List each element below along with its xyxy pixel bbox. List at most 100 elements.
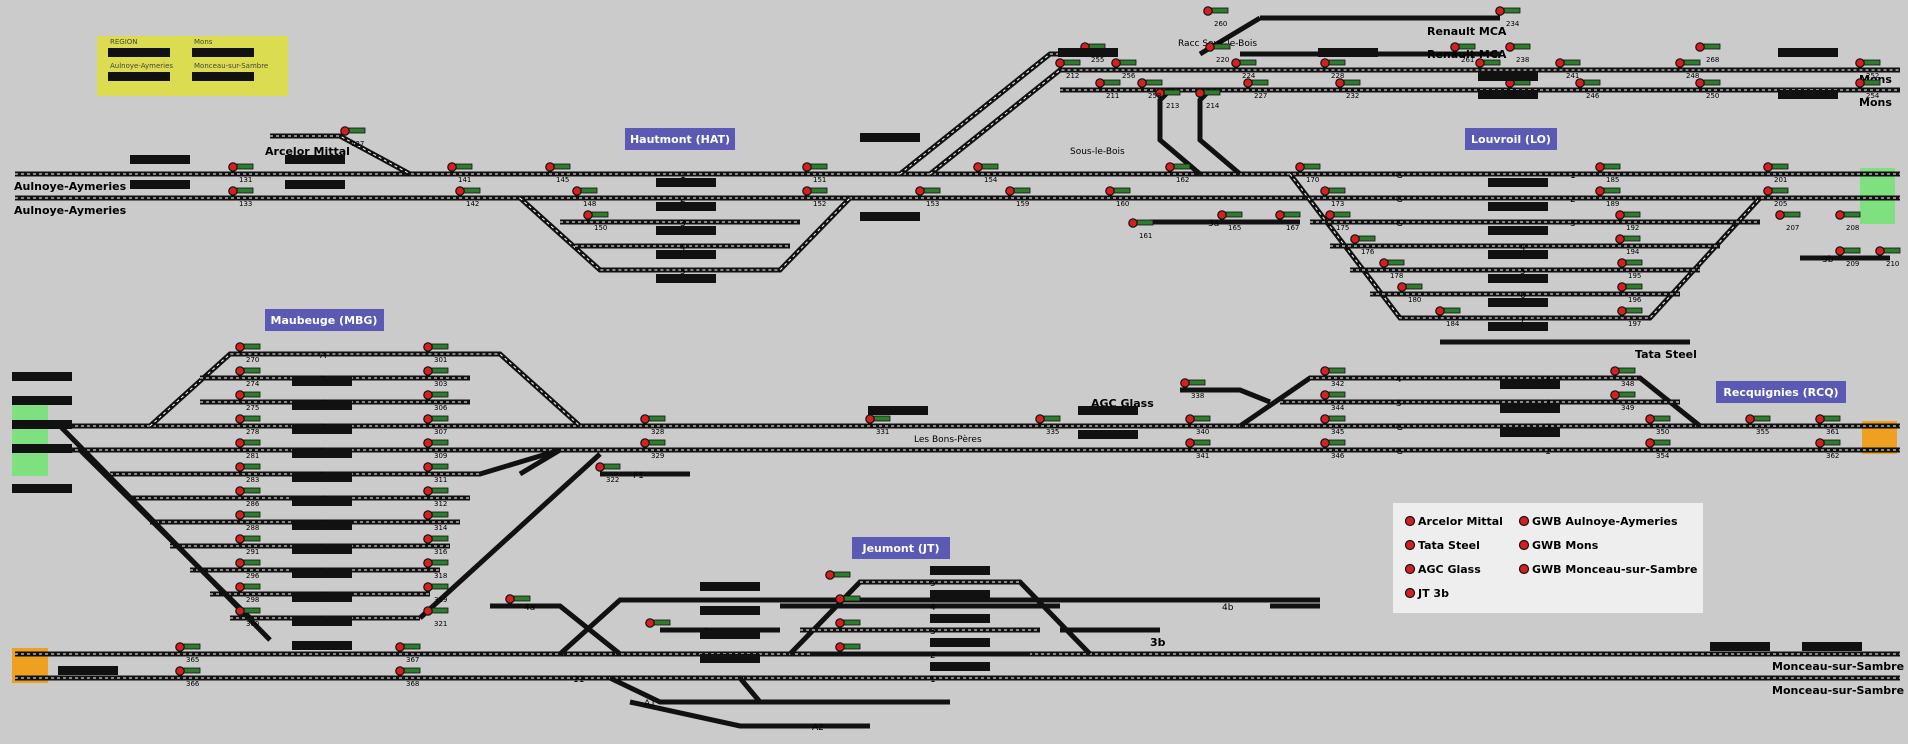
signal[interactable]: 213: [1155, 88, 1181, 110]
region-display-mons[interactable]: [192, 48, 254, 57]
route-display[interactable]: [292, 449, 352, 458]
route-display[interactable]: [292, 545, 352, 554]
route-display[interactable]: [12, 444, 72, 453]
route-display[interactable]: [1488, 250, 1548, 259]
route-display[interactable]: [292, 425, 352, 434]
route-display[interactable]: [1478, 90, 1538, 99]
signal[interactable]: 224: [1231, 58, 1257, 80]
signal-head-icon[interactable]: [423, 438, 433, 448]
signal[interactable]: 211: [1095, 78, 1121, 100]
signal[interactable]: 260: [1203, 6, 1229, 28]
signal[interactable]: 170: [1295, 162, 1321, 184]
signal[interactable]: 342: [1320, 366, 1346, 388]
signal[interactable]: 254: [1855, 78, 1881, 100]
signal[interactable]: 314: [423, 510, 449, 532]
signal[interactable]: 131: [228, 162, 254, 184]
route-display[interactable]: [656, 202, 716, 211]
signal[interactable]: 214: [1195, 88, 1221, 110]
route-display[interactable]: [860, 212, 920, 221]
signal[interactable]: 328: [640, 414, 666, 436]
signal[interactable]: 319: [423, 582, 449, 604]
signal[interactable]: 142: [455, 186, 481, 208]
signal[interactable]: 335: [1035, 414, 1061, 436]
signal[interactable]: 205: [1763, 186, 1789, 208]
signal[interactable]: 162: [1165, 162, 1191, 184]
signal-head-icon[interactable]: [1745, 414, 1755, 424]
signal[interactable]: 173: [1320, 186, 1346, 208]
signal[interactable]: 270: [235, 342, 261, 364]
signal-head-icon[interactable]: [1617, 258, 1627, 268]
route-display[interactable]: [1058, 48, 1118, 57]
signal-head-icon[interactable]: [1275, 210, 1285, 220]
signal[interactable]: 321: [423, 606, 449, 628]
signal[interactable]: 307: [423, 414, 449, 436]
signal-head-icon[interactable]: [1475, 58, 1485, 68]
signal-head-icon[interactable]: [640, 414, 650, 424]
signal-head-icon[interactable]: [973, 162, 983, 172]
route-display[interactable]: [292, 401, 352, 410]
signal-head-icon[interactable]: [235, 366, 245, 376]
signal[interactable]: 345: [1320, 414, 1346, 436]
signal-head-icon[interactable]: [505, 594, 515, 604]
signal-head-icon[interactable]: [1320, 366, 1330, 376]
signal-head-icon[interactable]: [1815, 438, 1825, 448]
region-display-monceau[interactable]: [192, 72, 254, 81]
signal[interactable]: 241: [1555, 58, 1581, 80]
signal[interactable]: 311: [423, 462, 449, 484]
route-display[interactable]: [656, 178, 716, 187]
signal[interactable]: 207: [1775, 210, 1801, 232]
station-box-maubeuge[interactable]: [265, 309, 384, 331]
route-display[interactable]: [1710, 642, 1770, 651]
signal[interactable]: 256: [1111, 58, 1137, 80]
signal-head-icon[interactable]: [1695, 78, 1705, 88]
route-display[interactable]: [930, 590, 990, 599]
signal-head-icon[interactable]: [1325, 210, 1335, 220]
route-display[interactable]: [930, 614, 990, 623]
signal[interactable]: [645, 618, 671, 628]
signal[interactable]: 344: [1320, 390, 1346, 412]
signal-head-icon[interactable]: [1035, 414, 1045, 424]
signal-head-icon[interactable]: [640, 438, 650, 448]
signal[interactable]: 252: [1855, 58, 1881, 80]
region-display-aulnoye-top[interactable]: [108, 48, 170, 57]
signal-head-icon[interactable]: [235, 486, 245, 496]
signal-head-icon[interactable]: [1495, 6, 1505, 16]
signal-head-icon[interactable]: [1203, 6, 1213, 16]
signal-head-icon[interactable]: [423, 582, 433, 592]
signal[interactable]: 281: [235, 438, 261, 460]
signal[interactable]: 309: [423, 438, 449, 460]
signal[interactable]: 212: [1055, 58, 1081, 80]
signal[interactable]: 338: [1180, 378, 1206, 400]
signal-head-icon[interactable]: [235, 414, 245, 424]
signal-head-icon[interactable]: [1180, 378, 1190, 388]
signal-head-icon[interactable]: [1165, 162, 1175, 172]
signal-head-icon[interactable]: [1320, 390, 1330, 400]
signal-head-icon[interactable]: [423, 462, 433, 472]
signal-head-icon[interactable]: [1095, 78, 1105, 88]
signal-head-icon[interactable]: [1243, 78, 1253, 88]
signal-head-icon[interactable]: [1645, 438, 1655, 448]
route-display[interactable]: [1778, 90, 1838, 99]
signal[interactable]: 197: [1617, 306, 1643, 328]
signal-head-icon[interactable]: [1695, 42, 1705, 52]
signal-head-icon[interactable]: [1105, 186, 1115, 196]
route-display[interactable]: [292, 569, 352, 578]
signal-head-icon[interactable]: [455, 186, 465, 196]
signal-head-icon[interactable]: [1185, 438, 1195, 448]
station-box-hautmont[interactable]: [625, 128, 735, 150]
signal-head-icon[interactable]: [835, 618, 845, 628]
signal[interactable]: 127: [340, 126, 366, 148]
signal[interactable]: 367: [395, 642, 421, 664]
signal-head-icon[interactable]: [1815, 414, 1825, 424]
signal[interactable]: 150: [583, 210, 609, 232]
signal-head-icon[interactable]: [1615, 210, 1625, 220]
signal-head-icon[interactable]: [423, 414, 433, 424]
route-display[interactable]: [292, 593, 352, 602]
signal[interactable]: 306: [423, 390, 449, 412]
signal-head-icon[interactable]: [1155, 88, 1165, 98]
signal[interactable]: 274: [235, 366, 261, 388]
route-display[interactable]: [285, 180, 345, 189]
route-display[interactable]: [292, 617, 352, 626]
signal-head-icon[interactable]: [447, 162, 457, 172]
signal-head-icon[interactable]: [583, 210, 593, 220]
